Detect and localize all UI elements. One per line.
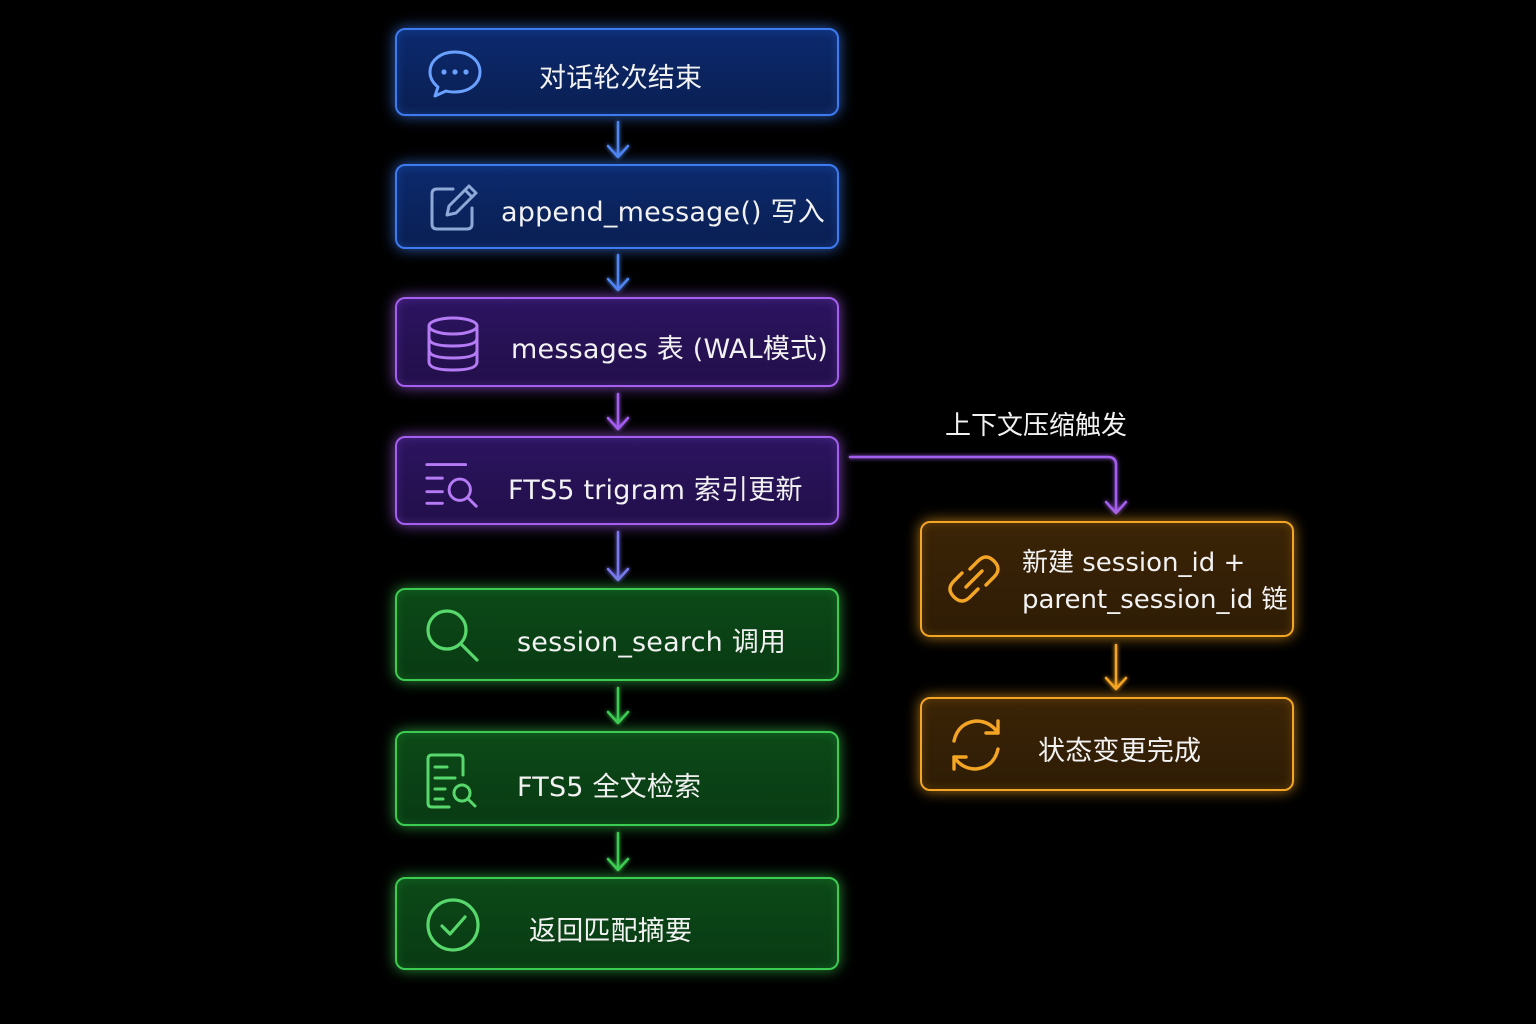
branch-arrow-2 (1104, 643, 1128, 691)
flow-step-label: FTS5 全文检索 (517, 772, 702, 803)
list-search-icon (423, 452, 483, 512)
search-icon (423, 606, 483, 666)
flow-step-label: FTS5 trigram 索引更新 (508, 475, 803, 506)
refresh-icon (946, 715, 1006, 775)
flow-step-return-summary: 返回匹配摘要 (395, 877, 839, 970)
branch-step-state-complete: 状态变更完成 (920, 697, 1294, 791)
branch-trigger-label: 上下文压缩触发 (945, 411, 1128, 441)
flow-step-turn-end: 对话轮次结束 (395, 28, 839, 116)
branch-step-new-session: 新建 session_id + parent_session_id 链 (920, 521, 1294, 637)
database-icon (423, 314, 483, 374)
branch-step-line-2: parent_session_id 链 (1022, 585, 1288, 615)
flow-step-label: session_search 调用 (517, 627, 787, 658)
branch-step-label: 状态变更完成 (1038, 736, 1202, 767)
link-icon (944, 549, 1004, 609)
flow-step-label: 返回匹配摘要 (529, 916, 693, 947)
arrow-6 (606, 831, 630, 872)
flow-step-messages-table: messages 表 (WAL模式) (395, 297, 839, 387)
arrow-4 (606, 530, 630, 582)
branch-arrow (848, 455, 1128, 515)
flow-step-label: 对话轮次结束 (539, 63, 703, 94)
flow-step-session-search: session_search 调用 (395, 588, 839, 681)
document-search-icon (423, 751, 483, 811)
arrow-3 (606, 392, 630, 431)
flow-step-fts5-fulltext-search: FTS5 全文检索 (395, 731, 839, 826)
arrow-1 (606, 120, 630, 159)
edit-icon (423, 178, 483, 238)
branch-step-line-1: 新建 session_id + (1022, 548, 1246, 578)
flow-step-label: append_message() 写入 (501, 197, 825, 228)
flow-step-label: messages 表 (WAL模式) (511, 334, 828, 365)
arrow-2 (606, 253, 630, 292)
check-circle-icon (423, 895, 483, 955)
chat-bubble-icon (425, 44, 485, 104)
flow-step-append-message: append_message() 写入 (395, 164, 839, 249)
arrow-5 (606, 686, 630, 725)
flow-step-fts5-index-update: FTS5 trigram 索引更新 (395, 436, 839, 525)
branch-step-text: 新建 session_id + parent_session_id 链 (1022, 545, 1287, 619)
